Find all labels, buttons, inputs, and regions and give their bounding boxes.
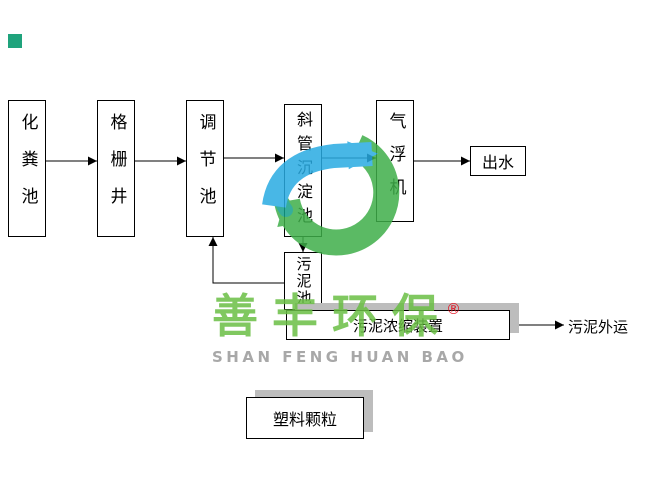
box-plastic-granules-label: 塑料颗粒 (272, 410, 337, 429)
box-air-flotation-machine: 气浮机 (376, 100, 414, 222)
box-inclined-tube-sedimentation-tank: 斜管沉淀池 (284, 104, 322, 237)
box-septic-tank: 化粪池 (8, 100, 46, 237)
box-regulating-tank: 调节池 (186, 100, 224, 237)
arrow-sludge-return-to-regulating (208, 237, 284, 284)
box-air-flotation-machine-label: 气浮机 (385, 111, 406, 211)
box-regulating-tank-label: 调节池 (195, 113, 216, 224)
sludge-out-label: 污泥外运 (568, 318, 629, 336)
box-effluent-label: 出水 (481, 153, 514, 172)
box-plastic-granules: 塑料颗粒 (246, 397, 364, 439)
box-grid-well: 格栅井 (97, 100, 135, 237)
box-grid-well-label: 格栅井 (106, 113, 127, 224)
box-septic-tank-label: 化粪池 (17, 113, 38, 224)
box-sludge-tank-label: 污泥池 (294, 255, 313, 307)
corner-marker (8, 34, 22, 48)
box-sludge-thickening-device-label: 污泥浓缩装置 (352, 316, 443, 335)
box-inclined-tube-sedimentation-tank-label: 斜管沉淀池 (294, 110, 313, 231)
box-sludge-tank: 污泥池 (284, 252, 322, 310)
box-effluent: 出水 (470, 146, 526, 176)
box-sludge-thickening-device: 污泥浓缩装置 (286, 310, 510, 340)
